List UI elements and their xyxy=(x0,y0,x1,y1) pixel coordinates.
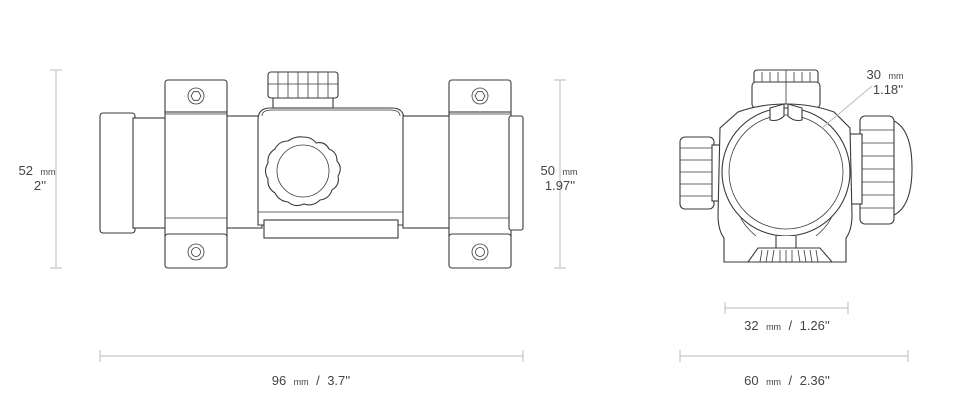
front-bell xyxy=(99,112,136,234)
dim-height-right-label: 50 mm 1.97'' xyxy=(541,162,578,193)
svg-text:30 mm: 30 mm xyxy=(867,66,904,83)
right-ring-bottom-screw xyxy=(471,243,489,261)
lens-inner xyxy=(728,114,844,230)
top-clamp xyxy=(751,69,821,109)
rail-clamp-icon xyxy=(746,247,834,263)
dim-height-left-label: 52 mm 2'' xyxy=(19,162,56,193)
side-knob-right-icon xyxy=(849,115,913,225)
svg-text:2'': 2'' xyxy=(34,178,46,193)
front-view xyxy=(679,69,913,263)
left-ring-top xyxy=(164,79,228,117)
tube-diameter-leader xyxy=(821,85,873,129)
dim-tube-diameter-label: 30 mm 1.18'' xyxy=(867,66,904,97)
left-ring-band xyxy=(164,111,228,237)
svg-text:50 mm: 50 mm xyxy=(541,162,578,179)
left-ring-top-screw xyxy=(187,87,205,105)
side-dimension-lines xyxy=(50,69,566,362)
tube-mid-right xyxy=(402,115,452,229)
svg-text:52 mm: 52 mm xyxy=(19,162,56,179)
svg-text:60 mm / 2.36: 60 mm / 2.36'' xyxy=(744,372,830,389)
side-view xyxy=(99,71,524,269)
tube-left xyxy=(132,117,169,229)
side-knob-left-icon xyxy=(679,136,725,210)
svg-text:96 mm / 3.7': 96 mm / 3.7'' xyxy=(272,372,351,389)
right-ring-top xyxy=(448,79,512,117)
left-ring-bottom-screw xyxy=(187,243,205,261)
windage-knob-icon xyxy=(264,136,341,207)
base-rail xyxy=(263,219,399,239)
right-ring-band xyxy=(448,111,512,237)
svg-text:32 mm / 1.26: 32 mm / 1.26'' xyxy=(744,317,830,334)
rear-eyepiece xyxy=(508,115,524,231)
elevation-turret-icon xyxy=(267,71,339,109)
left-ring-bottom xyxy=(164,233,228,269)
right-ring-top-screw xyxy=(471,87,489,105)
dim-front-width-label: 60 mm / 2.36'' xyxy=(744,372,830,389)
lens-outer xyxy=(721,107,851,237)
right-ring-bottom xyxy=(448,233,512,269)
tube-mid-left xyxy=(226,115,263,229)
dim-mount-width-label: 32 mm / 1.26'' xyxy=(744,317,830,334)
svg-text:1.97'': 1.97'' xyxy=(545,178,575,193)
svg-text:1.18'': 1.18'' xyxy=(873,82,903,97)
front-dimension-lines xyxy=(679,302,909,362)
dim-length-label: 96 mm / 3.7'' xyxy=(272,372,351,389)
